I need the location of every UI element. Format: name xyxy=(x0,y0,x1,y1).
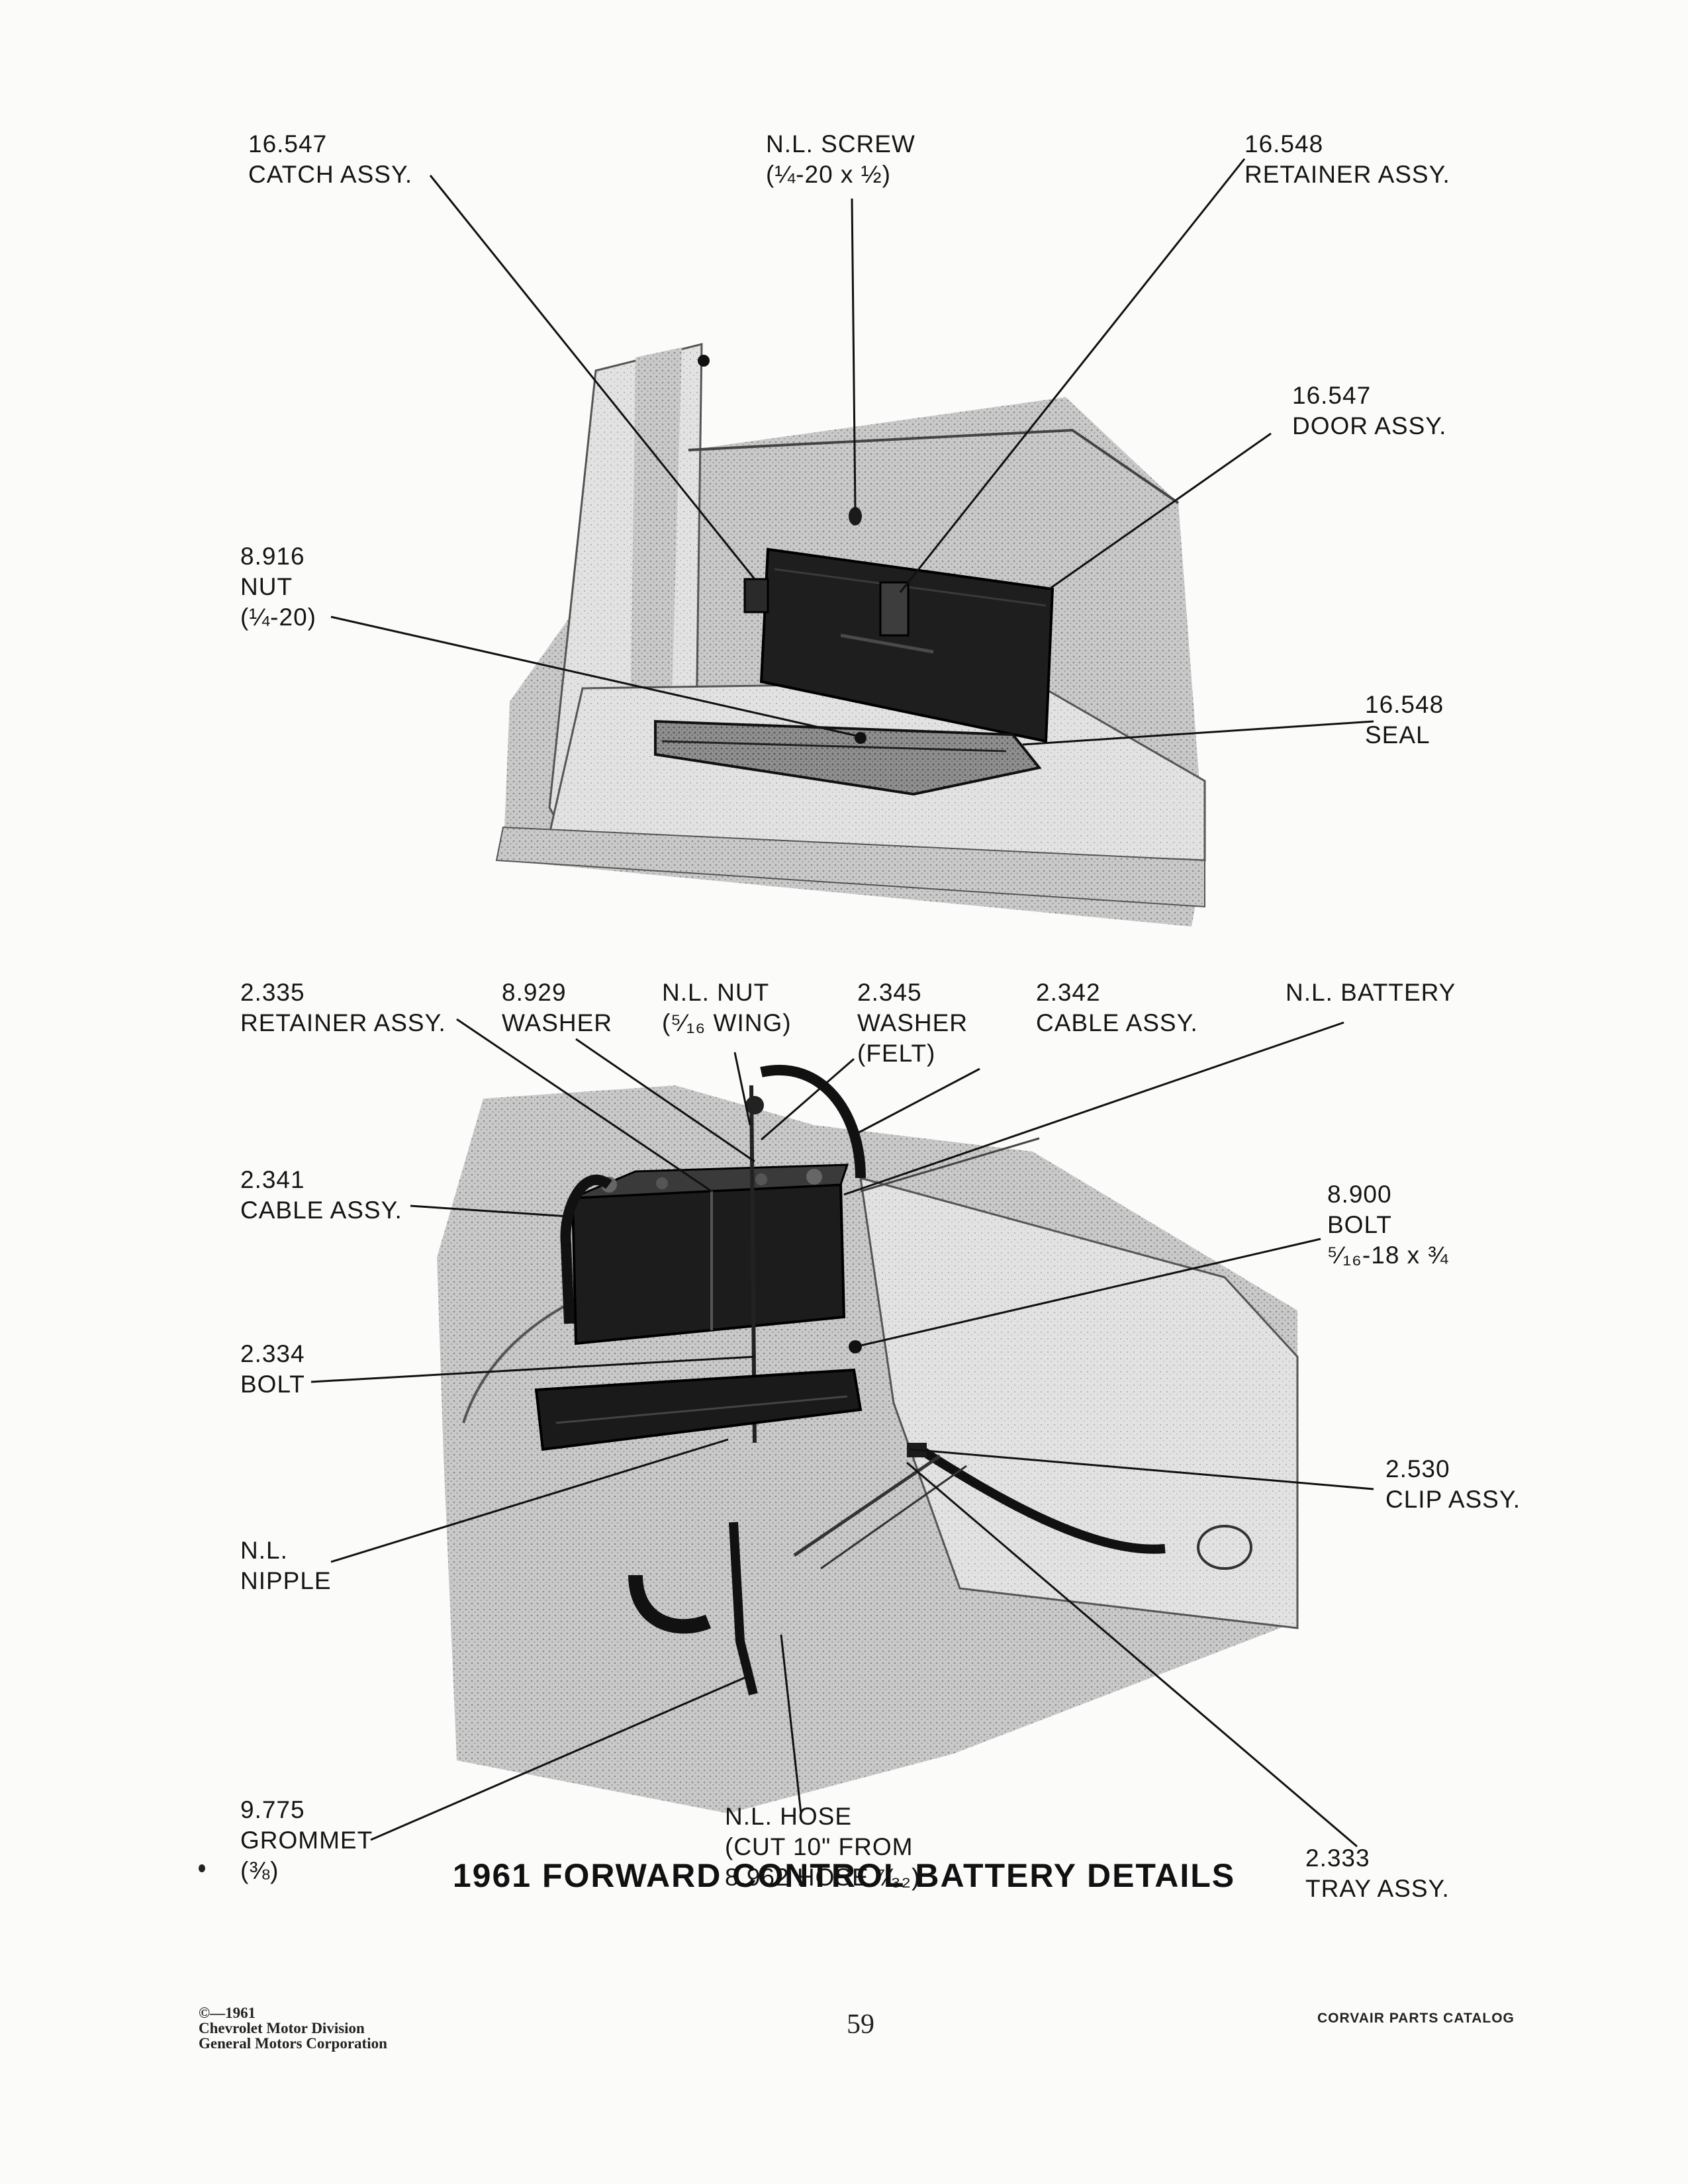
top-illustration xyxy=(330,158,1374,927)
callout-screw: N.L. SCREW(¼-20 x ½) xyxy=(766,130,915,188)
bottom-illustration xyxy=(310,1018,1374,1848)
footer-copyright: ©—1961 Chevrolet Motor Division General … xyxy=(199,2005,387,2052)
callout-wing-nut: N.L. NUT(⁵⁄₁₆ WING) xyxy=(662,979,792,1036)
callout-battery: N.L. BATTERY xyxy=(1286,979,1456,1006)
page-number: 59 xyxy=(847,2009,874,2040)
page-title: 1961 FORWARD CONTROL BATTERY DETAILS xyxy=(452,1857,1236,1894)
margin-bullet xyxy=(199,1864,205,1872)
callout-nipple: N.L.NIPPLE xyxy=(240,1537,332,1594)
footer-catalog-name: CORVAIR PARTS CATALOG xyxy=(1317,2011,1515,2026)
